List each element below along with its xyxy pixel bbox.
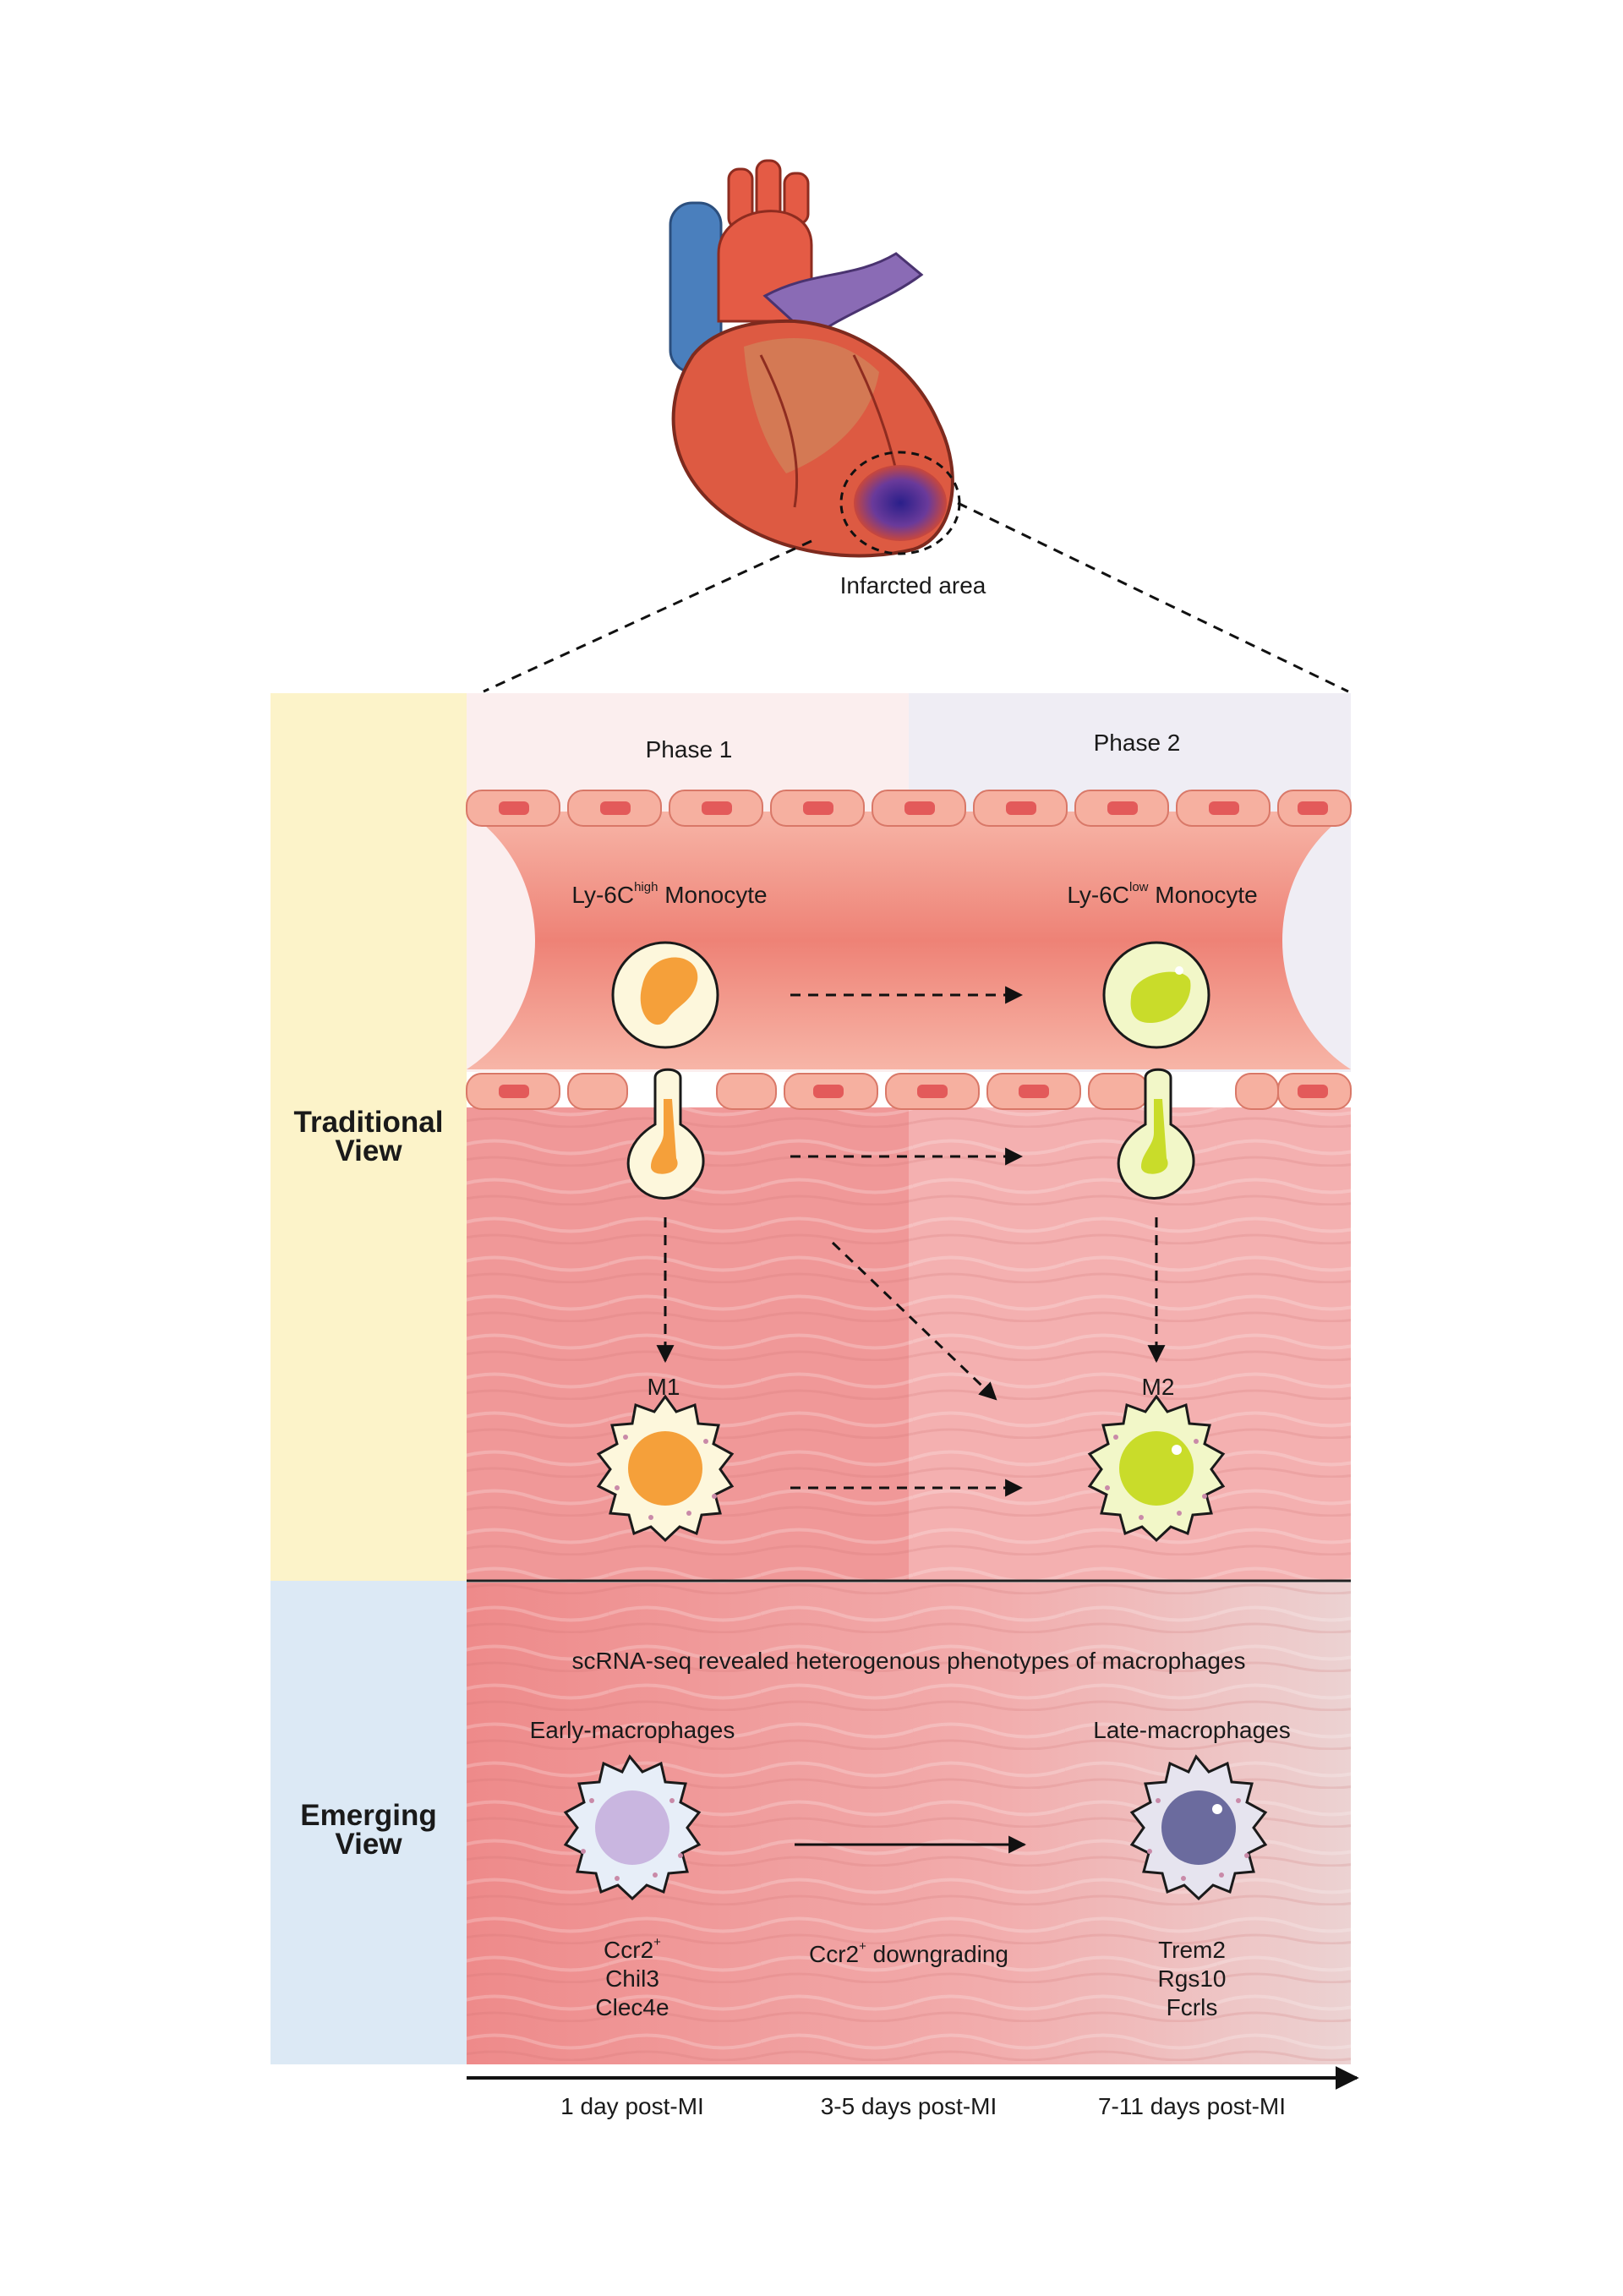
monocyte-low-circulating — [1102, 941, 1210, 1049]
endothelium-bottom — [466, 1073, 1352, 1110]
early-marker-2: Chil3 — [605, 1965, 659, 1992]
late-marker-1: Trem2 — [1158, 1937, 1226, 1963]
infarct-zone — [854, 465, 947, 541]
monocyte-low-suffix: Monocyte — [1148, 882, 1258, 908]
early-marker-1: Ccr2+ — [604, 1935, 661, 1963]
phase1-background — [467, 693, 909, 801]
late-markers: Trem2 Rgs10 Fcrls — [1158, 1936, 1227, 2022]
transition-sup: + — [859, 1939, 866, 1954]
phase2-background — [909, 693, 1351, 801]
monocyte-low-prefix: Ly-6C — [1067, 882, 1129, 908]
emerging-view-label: Emerging View — [300, 1801, 436, 1859]
traditional-view-line2: View — [335, 1134, 402, 1167]
monocyte-low-label: Ly-6Clow Monocyte — [1067, 880, 1258, 908]
monocyte-high-extravasating — [626, 1068, 705, 1200]
transition-prefix: Ccr2 — [808, 1941, 860, 1967]
zoom-line-right — [957, 501, 1349, 693]
emerging-headline: scRNA-seq revealed heterogenous phenotyp… — [571, 1648, 1246, 1674]
endothelium-top — [466, 790, 1352, 827]
timeline-label-2: 3-5 days post-MI — [820, 2093, 997, 2119]
traditional-view-line1: Traditional — [293, 1106, 444, 1139]
early-markers: Ccr2+ Chil3 Clec4e — [595, 1936, 669, 2022]
heart-illustration — [669, 159, 961, 558]
early-macrophages-title: Early-macrophages — [529, 1717, 735, 1743]
traditional-view-label: Traditional View — [293, 1106, 444, 1167]
early-macrophage — [563, 1754, 702, 1901]
late-marker-2: Rgs10 — [1157, 1965, 1227, 1992]
emerging-view-panel — [270, 1581, 467, 2064]
monocyte-high-circulating — [611, 941, 719, 1049]
infarcted-area-label: Infarcted area — [839, 572, 986, 599]
m1-label: M1 — [647, 1374, 680, 1400]
timeline-label-3: 7-11 days post-MI — [1097, 2093, 1287, 2119]
transition-label: Ccr2+ downgrading — [808, 1940, 1009, 1967]
phase2-label: Phase 2 — [1093, 730, 1181, 756]
m1-macrophage — [596, 1394, 735, 1543]
late-marker-3: Fcrls — [1166, 1994, 1218, 2020]
monocyte-low-sup: low — [1128, 880, 1149, 894]
pulmonary-artery — [762, 252, 924, 340]
monocyte-low-extravasating — [1117, 1068, 1195, 1200]
emerging-view-line1: Emerging — [300, 1799, 437, 1832]
m2-label: M2 — [1141, 1374, 1175, 1400]
monocyte-high-sup: high — [634, 880, 658, 894]
monocyte-high-suffix: Monocyte — [658, 882, 768, 908]
phase1-label: Phase 1 — [645, 736, 733, 763]
traditional-view-panel — [270, 693, 467, 1581]
emerging-view-line2: View — [335, 1828, 402, 1861]
late-macrophages-title: Late-macrophages — [1093, 1717, 1291, 1743]
timeline-label-1: 1 day post-MI — [560, 2093, 704, 2119]
m2-macrophage — [1087, 1394, 1226, 1543]
monocyte-high-label: Ly-6Chigh Monocyte — [571, 880, 768, 908]
blood-vessel-lumen — [467, 812, 1351, 1069]
late-macrophage — [1129, 1754, 1268, 1901]
monocyte-high-prefix: Ly-6C — [571, 882, 635, 908]
early-marker-3: Clec4e — [595, 1994, 669, 2020]
transition-suffix: downgrading — [866, 1941, 1009, 1967]
zoom-line-left — [483, 539, 812, 693]
arrow-high-to-m2 — [831, 1241, 997, 1401]
